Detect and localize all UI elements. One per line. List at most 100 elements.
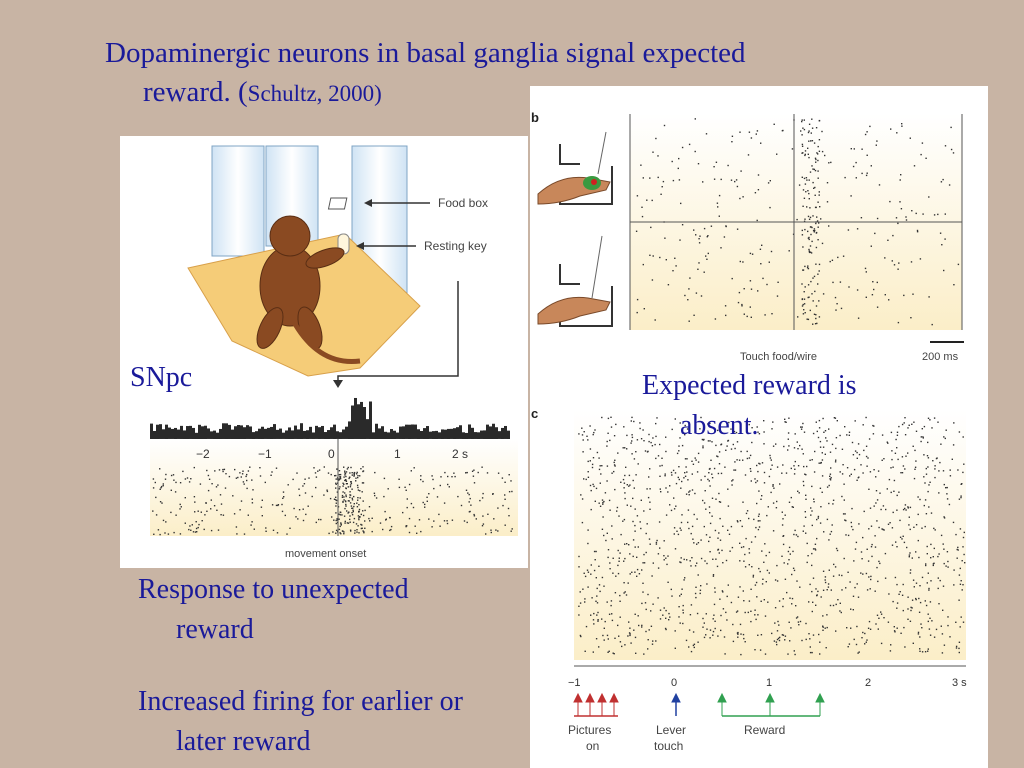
spike-dot: [770, 459, 772, 461]
spike-dot: [623, 426, 625, 428]
spike-dot: [900, 208, 903, 210]
spike-dot: [793, 569, 796, 572]
spike-dot: [960, 496, 962, 499]
histogram-bar: [255, 431, 258, 439]
spike-dot: [647, 593, 649, 596]
spike-dot: [614, 488, 616, 491]
spike-dot: [696, 518, 698, 520]
spike-dot: [598, 457, 600, 459]
spike-dot: [900, 472, 902, 474]
spike-dot: [217, 484, 219, 486]
spike-dot: [807, 215, 810, 218]
spike-dot: [680, 593, 682, 595]
spike-dot: [774, 607, 777, 609]
spike-dot: [709, 422, 711, 425]
spike-dot: [698, 242, 701, 244]
histogram-bar: [324, 432, 327, 440]
spike-dot: [830, 589, 832, 591]
histogram-bar: [483, 430, 486, 439]
spike-dot: [891, 260, 893, 262]
spike-dot: [224, 487, 227, 489]
spike-dot: [670, 588, 672, 591]
spike-dot: [694, 492, 696, 495]
spike-dot: [652, 437, 654, 439]
histogram-bar: [435, 430, 438, 439]
spike-dot: [693, 513, 695, 516]
spike-dot: [607, 417, 610, 420]
spike-dot: [807, 230, 809, 233]
spike-dot: [242, 481, 245, 483]
spike-dot: [352, 510, 354, 513]
spike-dot: [818, 633, 820, 636]
spike-dot: [865, 296, 867, 298]
spike-dot: [390, 528, 392, 531]
spike-dot: [697, 452, 700, 455]
spike-dot: [766, 514, 768, 517]
spike-dot: [652, 255, 654, 257]
spike-dot: [890, 467, 892, 469]
spike-dot: [709, 522, 712, 525]
spike-dot: [814, 323, 817, 325]
spike-dot: [251, 521, 253, 523]
spike-dot: [942, 178, 944, 181]
spike-dot: [957, 263, 960, 266]
spike-dot: [152, 478, 155, 480]
spike-dot: [591, 597, 593, 599]
spike-dot: [406, 506, 408, 509]
spike-dot: [700, 539, 702, 541]
spike-dot: [821, 150, 824, 153]
spike-dot: [383, 495, 385, 498]
spike-dot: [448, 486, 450, 488]
spike-dot: [953, 422, 955, 424]
spike-dot: [647, 496, 650, 499]
spike-dot: [712, 630, 715, 633]
spike-dot: [841, 589, 843, 591]
spike-dot: [920, 440, 922, 443]
spike-dot: [678, 179, 681, 181]
spike-dot: [471, 470, 474, 472]
spike-dot: [870, 525, 873, 527]
spike-dot: [789, 597, 791, 599]
histogram-bar: [198, 424, 201, 439]
spike-dot: [600, 473, 602, 475]
spike-dot: [797, 490, 799, 492]
spike-dot: [769, 454, 771, 457]
spike-dot: [444, 471, 446, 474]
spike-dot: [679, 622, 681, 624]
spike-dot: [835, 459, 837, 461]
spike-dot: [774, 579, 777, 581]
spike-dot: [691, 525, 694, 528]
spike-dot: [725, 225, 727, 228]
spike-dot: [261, 499, 263, 501]
spike-dot: [424, 506, 426, 508]
spike-dot: [199, 483, 202, 485]
spike-dot: [682, 609, 684, 611]
histogram-bar: [411, 424, 414, 439]
spike-dot: [738, 459, 741, 461]
spike-dot: [481, 497, 484, 499]
spike-dot: [752, 574, 755, 577]
raster-plot-c: [574, 410, 966, 660]
spike-dot: [342, 491, 344, 493]
spike-dot: [333, 519, 335, 521]
spike-dot: [942, 543, 944, 545]
spike-dot: [802, 530, 804, 532]
spike-dot: [636, 575, 638, 577]
spike-dot: [743, 560, 745, 562]
spike-dot: [641, 624, 643, 627]
spike-dot: [336, 468, 338, 470]
spike-dot: [741, 525, 743, 528]
spike-dot: [829, 260, 831, 263]
spike-dot: [345, 487, 347, 489]
spike-dot: [190, 529, 192, 531]
spike-dot: [623, 482, 626, 484]
spike-dot: [715, 444, 717, 447]
spike-dot: [197, 510, 199, 512]
spike-dot: [748, 423, 750, 426]
spike-dot: [925, 157, 927, 159]
spike-dot: [595, 550, 597, 553]
spike-dot: [743, 288, 745, 290]
spike-dot: [641, 602, 643, 605]
spike-dot: [374, 471, 376, 474]
spike-dot: [694, 118, 696, 120]
